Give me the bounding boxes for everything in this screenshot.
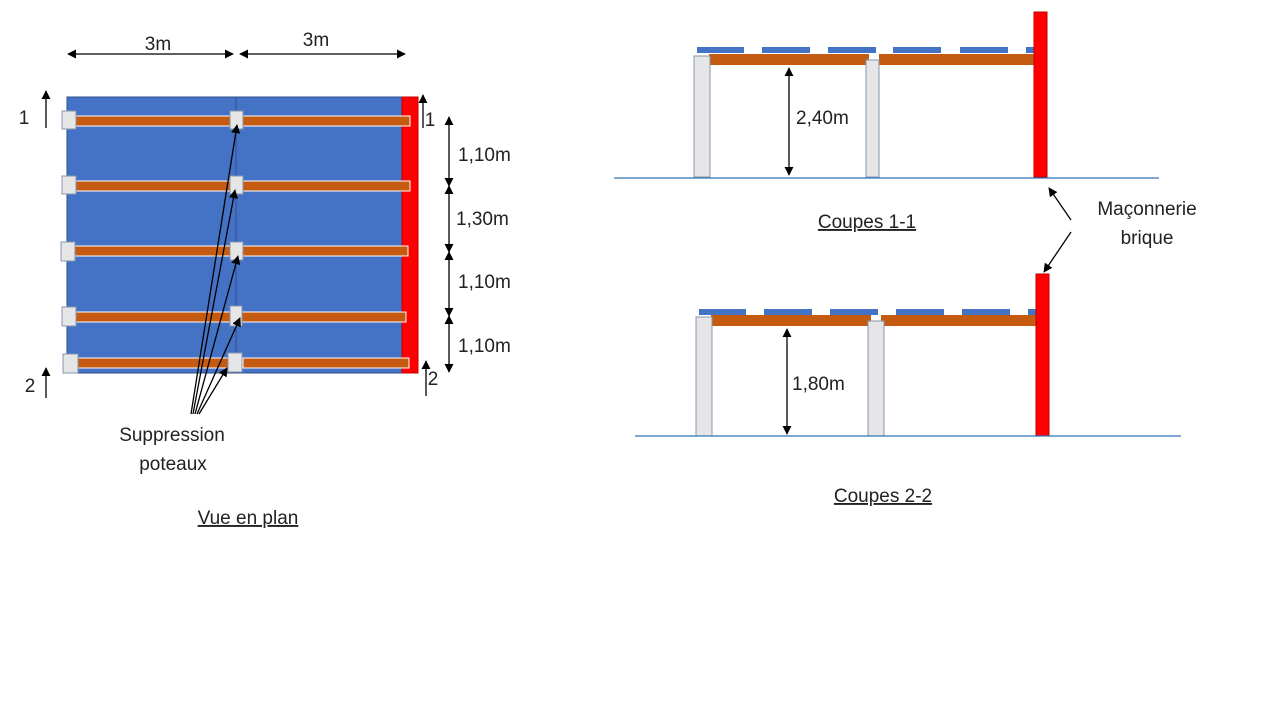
annotation-leaders (190, 124, 241, 415)
post (60, 241, 76, 262)
section-label-2-right: 2 (428, 369, 439, 390)
roof-panel (1026, 47, 1036, 53)
beam (242, 357, 410, 369)
wall-leader (1048, 187, 1072, 221)
roof-panel (697, 47, 744, 53)
post (61, 110, 77, 130)
beam (72, 115, 233, 127)
beam (241, 180, 411, 192)
roof-panel (896, 309, 944, 315)
dim-label-right-2: 1,30m (456, 209, 509, 230)
beam-section (711, 315, 871, 326)
beam (239, 245, 409, 257)
annotation-poteaux: poteaux (139, 454, 207, 475)
post-removed (229, 241, 244, 261)
roof-panel (699, 309, 746, 315)
post-removed (227, 352, 243, 373)
beam (241, 115, 411, 127)
beam-section (709, 54, 869, 65)
dim-label-top-left: 3m (145, 34, 171, 55)
post-section (867, 320, 885, 437)
roof-panel (762, 47, 810, 53)
post (62, 353, 79, 374)
wall-leader (1043, 231, 1072, 273)
height-label-2-2: 1,80m (792, 374, 845, 395)
post-section (693, 55, 711, 178)
section-label-1-right: 1 (425, 110, 436, 131)
beam (71, 245, 233, 257)
section-1-1: 2,40m Coupes 1-1 (614, 11, 1159, 233)
brick-wall-section (1033, 11, 1048, 178)
wall-label-line1: Maçonnerie (1097, 199, 1196, 220)
roof-panel (764, 309, 812, 315)
roof-panel (893, 47, 941, 53)
roof-panel (962, 309, 1010, 315)
roof-panel (828, 47, 876, 53)
brick-wall-plan (401, 96, 419, 374)
beam-section (879, 54, 1035, 65)
dim-label-right-3: 1,10m (458, 272, 511, 293)
post (61, 306, 77, 327)
plan-view: 3m 3m 1 1 2 (19, 30, 511, 529)
dim-label-top-right: 3m (303, 30, 329, 51)
roof-panel (1028, 309, 1039, 315)
beam (237, 311, 407, 323)
beam (71, 180, 233, 192)
section-2-2: 1,80m Coupes 2-2 (635, 273, 1181, 507)
wall-annotation: Maçonnerie brique (1043, 187, 1197, 273)
post-removed (229, 175, 244, 195)
beam (74, 311, 233, 323)
brick-wall-section (1035, 273, 1050, 437)
section-label-2-left: 2 (25, 376, 36, 397)
dim-label-right-1: 1,10m (458, 145, 511, 166)
annotation-suppression: Suppression (119, 425, 225, 446)
plan-title: Vue en plan (198, 508, 299, 529)
post-section (695, 316, 713, 437)
height-label-1-1: 2,40m (796, 108, 849, 129)
section-1-1-title: Coupes 1-1 (818, 212, 916, 233)
section-2-2-title: Coupes 2-2 (834, 486, 932, 507)
section-label-1-left: 1 (19, 108, 30, 129)
roof-panel (960, 47, 1008, 53)
roof-panel (830, 309, 878, 315)
wall-label-line2: brique (1121, 228, 1174, 249)
post-section (865, 59, 880, 178)
dim-label-right-4: 1,10m (458, 336, 511, 357)
post-removed (229, 305, 243, 327)
beam-section (881, 315, 1037, 326)
post (61, 175, 77, 195)
